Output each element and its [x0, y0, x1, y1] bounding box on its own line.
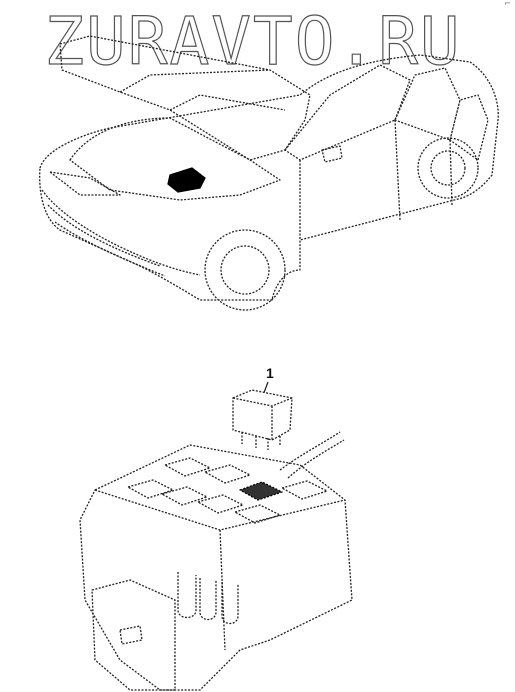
headlight — [49, 171, 121, 196]
fuse-box-location-marker — [167, 167, 206, 193]
engine-bay — [69, 117, 281, 201]
rear-wheel — [417, 137, 479, 199]
front-bumper — [41, 189, 201, 277]
relay-sockets — [127, 457, 328, 524]
side-windows — [394, 67, 489, 161]
relay — [232, 389, 293, 450]
connector-plugs — [177, 572, 239, 625]
watermark-text: ZURAVTO.RU — [44, 4, 461, 74]
callout-label-relay: 1 — [266, 365, 274, 381]
bracket-slot — [119, 625, 143, 645]
wiring-cable — [279, 431, 345, 479]
front-wheel — [204, 229, 286, 311]
fuse-box-housing — [79, 444, 353, 691]
front-wheel-hub — [220, 245, 270, 295]
corner-mark: ⌐ — [504, 0, 511, 8]
hood-inner — [119, 69, 286, 111]
mounting-bracket — [91, 579, 176, 691]
highlighted-relay-socket — [239, 481, 283, 501]
side-mirror — [321, 145, 343, 163]
car-body-outline — [39, 54, 499, 301]
fuse-box-top-edge — [94, 489, 346, 651]
rear-wheel-hub — [430, 150, 466, 186]
watermark-logo: ZURAVTO.RU — [44, 4, 461, 74]
